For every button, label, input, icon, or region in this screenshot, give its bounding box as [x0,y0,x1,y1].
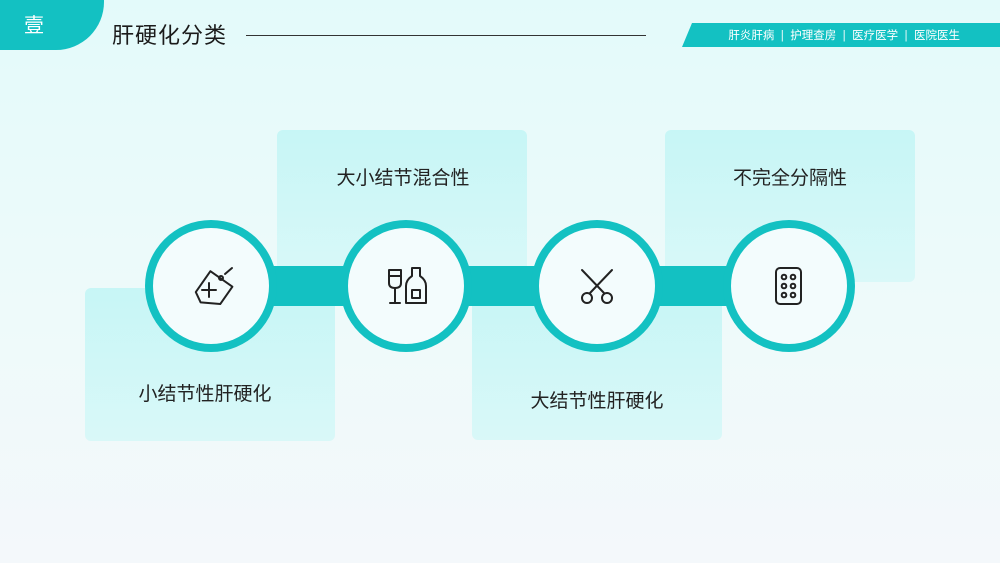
section-badge: 壹 [0,0,104,50]
page-title: 肝硬化分类 [112,24,228,49]
medicine-bottles-icon [388,267,427,304]
tag-item: 医院医生 [914,28,960,42]
category-label-2: 大小结节混合性 [336,167,470,189]
flow-node-1 [145,220,277,352]
scissors-icon [581,269,613,304]
tag-item: 肝炎肝病 [728,28,775,42]
tag-item: 医疗医学 [852,28,899,42]
flow-connector [210,266,790,306]
category-label-4: 不完全分隔性 [732,167,847,189]
header-tags: 肝炎肝病|护理查房|医疗医学|医院医生 [682,23,1000,47]
tag-item: 护理查房 [790,28,837,42]
pill-pack-icon [775,267,802,305]
flow-node-4 [723,220,855,352]
category-label-3: 大结节性肝硬化 [530,390,664,412]
medical-tag-icon [194,267,234,306]
title-divider [246,35,646,36]
category-label-1: 小结节性肝硬化 [138,383,272,405]
